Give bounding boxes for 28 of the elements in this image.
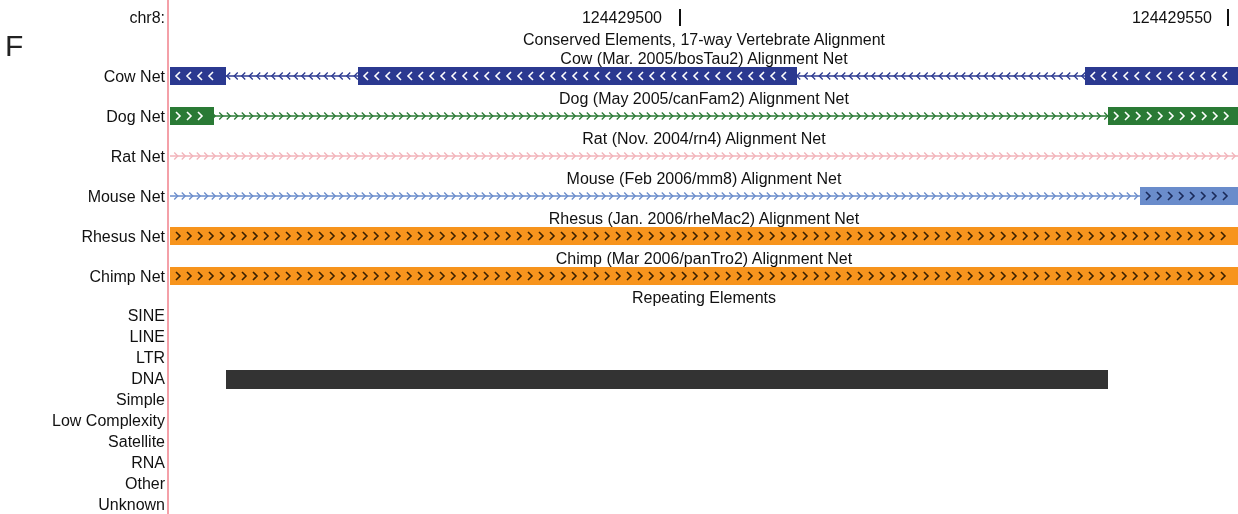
track-label: Mouse Net: [87, 188, 165, 206]
track-title: Rhesus (Jan. 2006/rheMac2) Alignment Net: [547, 210, 861, 228]
track-label: LTR: [135, 349, 165, 367]
track-label: DNA: [131, 370, 165, 388]
track-title: Repeating Elements: [630, 289, 778, 307]
track-label: Satellite: [108, 433, 165, 451]
track-label: Cow Net: [103, 68, 165, 86]
track-label: Other: [125, 475, 165, 493]
track-label: Dog Net: [106, 108, 165, 126]
track-label: Simple: [116, 391, 165, 409]
track-label: chr8:: [129, 9, 165, 27]
track-label: Rat Net: [110, 148, 165, 166]
track-label: Chimp Net: [89, 268, 165, 286]
track-title: Dog (May 2005/canFam2) Alignment Net: [558, 90, 850, 108]
track-label: Low Complexity: [52, 412, 165, 430]
track-label: LINE: [129, 328, 165, 346]
track-label: RNA: [131, 454, 165, 472]
track-title: Cow (Mar. 2005/bosTau2) Alignment Net: [559, 50, 849, 68]
track-title: Rat (Nov. 2004/rn4) Alignment Net: [581, 130, 827, 148]
track-title: Mouse (Feb 2006/mm8) Alignment Net: [565, 170, 843, 188]
track-label: Rhesus Net: [81, 228, 165, 246]
track-label: SINE: [127, 307, 165, 325]
position-label: 124429500: [581, 9, 662, 27]
track-title: Conserved Elements, 17-way Vertebrate Alignment: [522, 31, 886, 49]
track-title: Chimp (Mar 2006/panTro2) Alignment Net: [554, 250, 854, 268]
position-label: 124429550: [1131, 9, 1212, 27]
track-label: Unknown: [98, 496, 165, 514]
panel-letter: F: [5, 30, 24, 62]
